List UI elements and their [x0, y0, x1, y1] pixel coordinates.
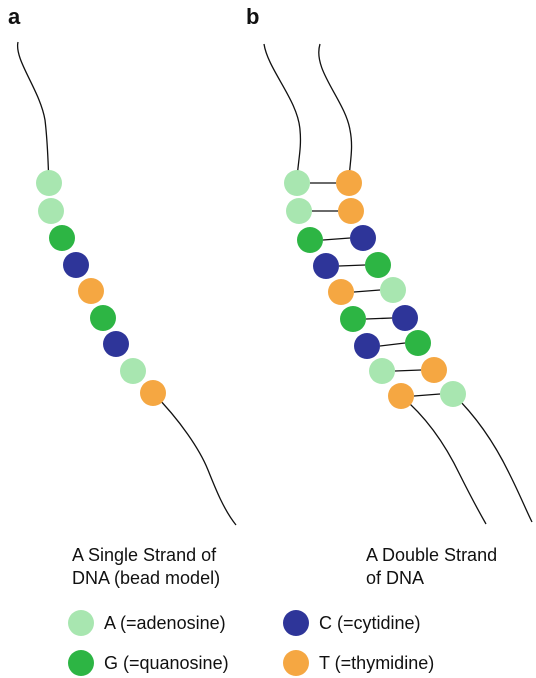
- single-bead-t-5: [78, 278, 104, 304]
- double-left-bead-c-7: [354, 333, 380, 359]
- single-strand-caption: A Single Strand of DNA (bead model): [72, 545, 221, 588]
- single-bead-a-1: [36, 170, 62, 196]
- single-strand-top-line: [17, 41, 50, 184]
- single-bead-t-9: [140, 380, 166, 406]
- single-strand-bottom-line: [152, 392, 237, 526]
- double-left-strand-top-line: [263, 43, 302, 184]
- double-right-bead-c-6: [392, 305, 418, 331]
- double-left-bead-t-9: [388, 383, 414, 409]
- double-left-bead-a-1: [284, 170, 310, 196]
- legend-label-g: G (=quanosine): [104, 652, 229, 673]
- base-pair-bond-4: [338, 264, 366, 267]
- legend-item-t: T (=thymidine): [283, 650, 434, 676]
- panel-label-b: b: [246, 4, 260, 29]
- single-bead-c-4: [63, 252, 89, 278]
- double-right-strand-bottom-line: [452, 393, 533, 523]
- single-bead-g-6: [90, 305, 116, 331]
- double-left-bead-a-8: [369, 358, 395, 384]
- double-right-bead-g-4: [365, 252, 391, 278]
- single-strand-beads: [36, 170, 166, 406]
- single-bead-a-8: [120, 358, 146, 384]
- light-green-circle-icon: [68, 610, 94, 636]
- orange-circle-icon: [283, 650, 309, 676]
- single-bead-a-2: [38, 198, 64, 224]
- double-right-bead-g-7: [405, 330, 431, 356]
- panel-label-a: a: [8, 4, 21, 29]
- base-pair-bond-3: [322, 237, 351, 241]
- double-left-bead-a-2: [286, 198, 312, 224]
- base-pair-bond-6: [365, 317, 393, 320]
- base-pair-bond-5: [353, 289, 381, 293]
- base-pair-bond-7: [379, 342, 406, 347]
- double-left-bead-g-6: [340, 306, 366, 332]
- green-circle-icon: [68, 650, 94, 676]
- double-left-strand-bottom-line: [400, 395, 487, 525]
- double-right-bead-t-2: [338, 198, 364, 224]
- single-bead-c-7: [103, 331, 129, 357]
- dna-diagram: [17, 41, 533, 526]
- double-left-bead-t-5: [328, 279, 354, 305]
- double-right-bead-c-3: [350, 225, 376, 251]
- double-strand-caption: A Double Strand of DNA: [366, 545, 498, 588]
- legend-item-g: G (=quanosine): [68, 650, 229, 676]
- dark-blue-circle-icon: [283, 610, 309, 636]
- double-right-bead-t-8: [421, 357, 447, 383]
- base-pair-bond-9: [413, 393, 441, 397]
- double-right-bead-a-9: [440, 381, 466, 407]
- double-left-bead-g-3: [297, 227, 323, 253]
- legend-item-c: C (=cytidine): [283, 610, 421, 636]
- double-right-strand-top-line: [318, 43, 353, 184]
- double-strand-beads: [284, 170, 466, 409]
- strands-group: [17, 41, 533, 526]
- legend-label-t: T (=thymidine): [319, 652, 435, 673]
- double-left-bead-c-4: [313, 253, 339, 279]
- base-pair-bonds: [310, 182, 441, 397]
- legend-label-a: A (=adenosine): [104, 612, 226, 633]
- legend-label-c: C (=cytidine): [319, 612, 421, 633]
- double-right-bead-a-5: [380, 277, 406, 303]
- legend-item-a: A (=adenosine): [68, 610, 226, 636]
- single-bead-g-3: [49, 225, 75, 251]
- base-pair-bond-8: [394, 369, 422, 372]
- double-right-bead-t-1: [336, 170, 362, 196]
